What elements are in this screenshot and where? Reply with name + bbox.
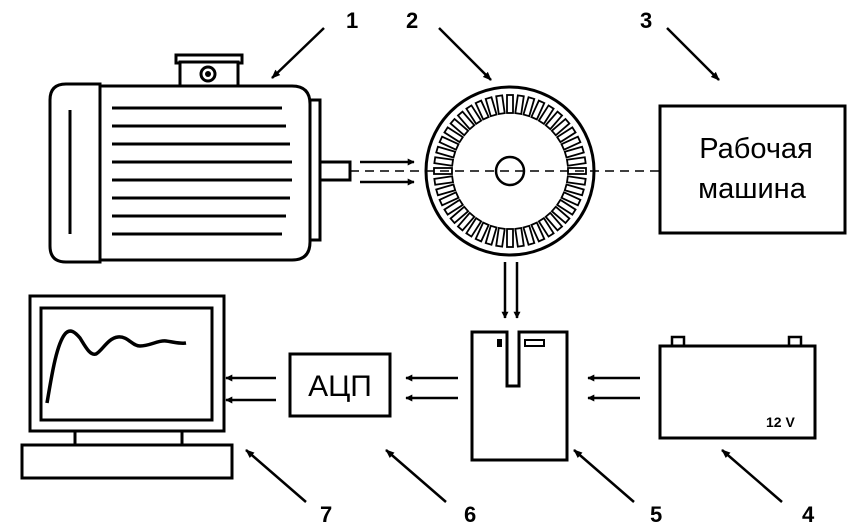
callout-2: 2: [406, 8, 418, 33]
battery: [658, 335, 817, 440]
working-machine-box: Рабочая машина: [658, 104, 847, 235]
encoder-slot: [465, 216, 483, 238]
callout-6: 6: [464, 502, 476, 527]
encoder-slot: [514, 226, 525, 248]
encoder-slot: [563, 183, 585, 197]
encoder-slot: [522, 96, 536, 118]
encoder-slot: [484, 224, 498, 246]
encoder-slot: [443, 198, 465, 216]
encoder-slot: [544, 211, 564, 232]
encoder-slot: [565, 156, 587, 167]
electric-motor: [48, 53, 352, 264]
callout-5: 5: [650, 502, 662, 527]
controller-module: [470, 330, 569, 462]
adc-label: АЦП: [308, 370, 372, 403]
adc-to-computer-arrows: [225, 374, 276, 404]
encoder-disc: [424, 85, 596, 257]
encoder-slot: [495, 94, 506, 116]
encoder-slot: [514, 94, 525, 116]
response-curve: [45, 329, 187, 404]
encoder-slot: [555, 198, 577, 216]
callout-7: 7: [320, 502, 332, 527]
battery-voltage-label: 12 V: [766, 414, 795, 430]
encoder-slot: [560, 135, 582, 151]
encoder-slot: [530, 99, 546, 121]
computer: [20, 294, 234, 480]
encoder-slot: [506, 228, 514, 248]
encoder-slot: [506, 94, 514, 114]
working-machine-label-line1: Рабочая: [699, 133, 813, 165]
encoder-slot: [435, 145, 457, 159]
controller-to-adc-arrows: [405, 374, 458, 402]
callout-1: 1: [346, 8, 358, 33]
encoder-slot: [537, 104, 555, 126]
encoder-slot: [550, 205, 571, 225]
motor-to-encoder-arrows: [360, 158, 415, 186]
encoder-slot: [456, 211, 476, 232]
encoder-slot: [560, 191, 582, 207]
encoder-slot: [530, 221, 546, 243]
encoder-to-controller-arrows: [501, 262, 521, 319]
encoder-slot: [550, 117, 571, 137]
encoder-slot: [522, 224, 536, 246]
callout-numbers: 1 2 3 4 5 6 7: [320, 8, 815, 527]
encoder-slot: [435, 183, 457, 197]
encoder-slot: [565, 175, 587, 186]
encoder-slot: [449, 205, 470, 225]
encoder-slot: [555, 126, 577, 144]
callout-leaders: [245, 27, 783, 503]
callout-4: 4: [802, 502, 815, 527]
encoder-slot: [433, 156, 455, 167]
callout-3: 3: [640, 8, 652, 33]
encoder-slot: [456, 110, 476, 131]
encoder-slot: [438, 135, 460, 151]
encoder-slot: [474, 221, 490, 243]
encoder-slot: [433, 175, 455, 186]
working-machine-label-line2: машина: [698, 173, 807, 205]
encoder-slot: [465, 104, 483, 126]
encoder-slot: [537, 216, 555, 238]
battery-to-controller-arrows: [587, 374, 640, 402]
encoder-slot: [544, 110, 564, 131]
encoder-slot: [474, 99, 490, 121]
adc-box: АЦП: [288, 352, 392, 418]
encoder-slot: [443, 126, 465, 144]
encoder-slot: [495, 226, 506, 248]
encoder-slot: [449, 117, 470, 137]
encoder-slot: [438, 191, 460, 207]
encoder-slots: [433, 94, 587, 248]
encoder-slot: [484, 96, 498, 118]
encoder-slot: [563, 145, 585, 159]
